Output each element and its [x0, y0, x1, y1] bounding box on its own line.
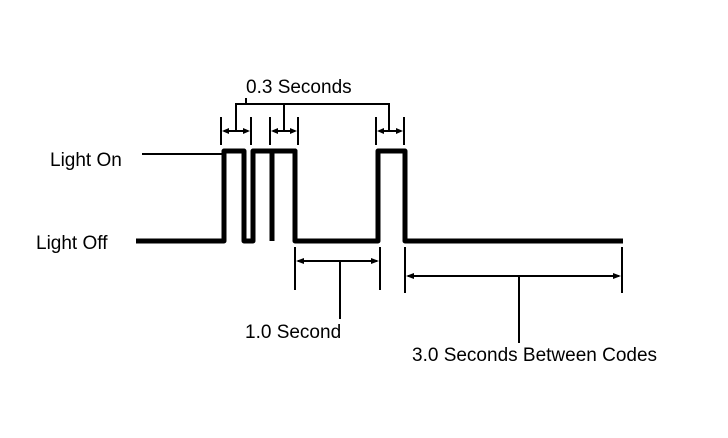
light-on-label: Light On [50, 150, 122, 171]
code-gap-dimension [404, 247, 623, 343]
pulse-width-label: 0.3 Seconds [246, 77, 352, 98]
pulse-width-marker-3 [375, 117, 405, 145]
pulse-width-bracket [235, 98, 390, 131]
signal-pulse-2 [269, 148, 298, 241]
pulse-width-marker-1 [220, 117, 252, 145]
signal-waveform [136, 148, 623, 244]
pulse-gap-dimension [294, 247, 381, 319]
code-gap-label: 3.0 Seconds Between Codes [412, 345, 657, 366]
light-off-label: Light Off [36, 233, 108, 254]
pulse-width-marker-2 [269, 117, 299, 145]
pulse-gap-label: 1.0 Second [245, 322, 341, 343]
